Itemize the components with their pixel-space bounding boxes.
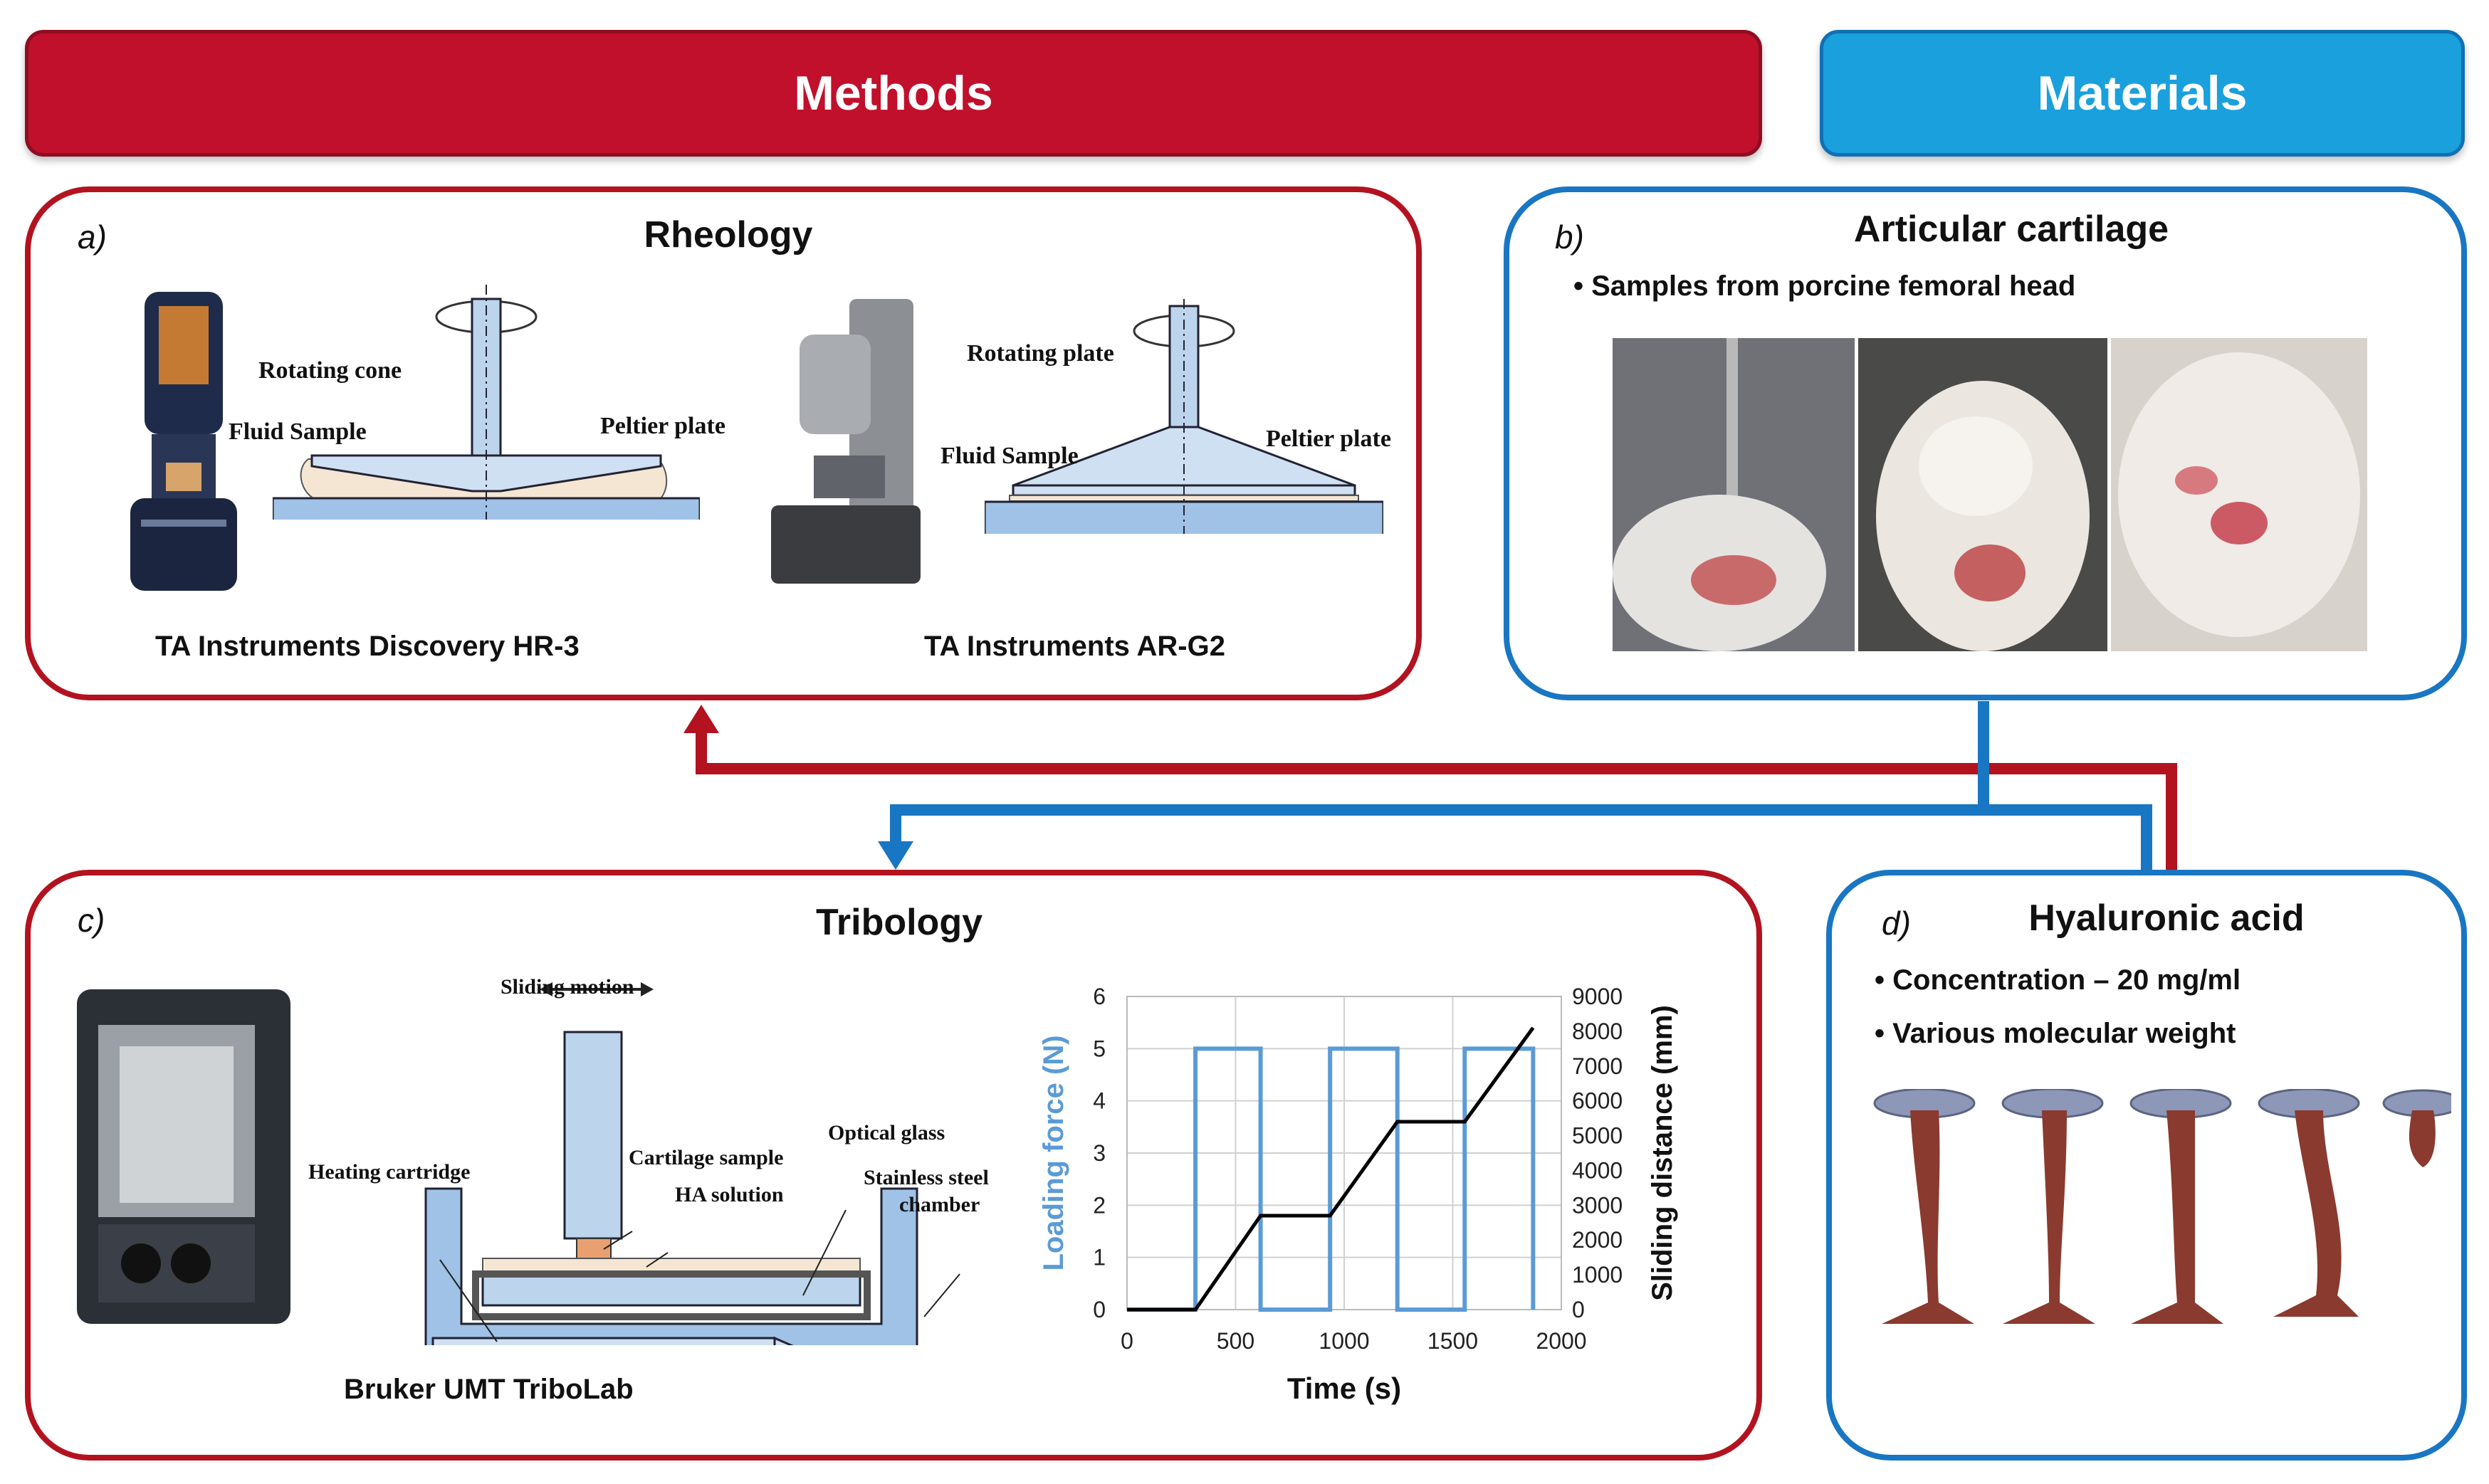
- discovery-hr3-rheometer-image: [130, 292, 237, 591]
- y2-tick-label: 4000: [1572, 1157, 1623, 1183]
- cartilage-title: Articular cartilage: [1853, 209, 2169, 250]
- rotating-cone-diagram: [273, 285, 700, 520]
- pour-streams: [1882, 1110, 2436, 1324]
- blue-connector-branch: [890, 804, 2147, 843]
- cartilage-panel-label: b): [1555, 219, 1584, 256]
- rheology-panel-label: a): [78, 219, 107, 256]
- red-arrowhead: [683, 705, 719, 733]
- rotating-plate-label: Rotating plate: [967, 340, 1114, 367]
- y2-tick-label: 3000: [1572, 1192, 1623, 1218]
- concentration-text: Concentration – 20 mg/ml: [1892, 964, 2241, 996]
- y2-tick-label: 5000: [1572, 1123, 1623, 1149]
- heating-cartridge-label: Heating cartridge: [308, 1160, 471, 1184]
- y2-tick-label: 0: [1572, 1297, 1585, 1322]
- rotating-cone-label: Rotating cone: [258, 357, 402, 384]
- tribology-panel-label: c): [78, 902, 105, 939]
- y2-tick-label: 8000: [1572, 1019, 1623, 1044]
- methods-banner-label: Methods: [794, 66, 993, 120]
- materials-banner-label: Materials: [2037, 66, 2248, 120]
- blue-connector: [1978, 701, 2152, 872]
- plot-frame: [1126, 996, 1562, 1310]
- cartilage-panel: b) Articular cartilage • Samples from po…: [1504, 186, 2467, 700]
- tribology-panel: c) Tribology Sliding motion Heating cart…: [25, 870, 1762, 1461]
- cartilage-sample-photos: [1613, 338, 2367, 651]
- y2-axis-label: Sliding distance (mm): [1647, 1005, 1678, 1301]
- x-tick-label: 0: [1121, 1328, 1133, 1354]
- sliding-motion-label: Sliding motion: [501, 975, 634, 999]
- rheology-title: Rheology: [644, 214, 813, 256]
- tribology-title: Tribology: [816, 902, 983, 943]
- sliding-distance-line: [1127, 1026, 1535, 1312]
- rheology-panel: a) Rheology Rotating cone Fluid Sample P…: [25, 186, 1422, 700]
- ha-solution-label: HA solution: [675, 1183, 784, 1206]
- instrument-hr3-caption: TA Instruments Discovery HR-3: [155, 631, 580, 662]
- y2-tick-label: 6000: [1572, 1088, 1623, 1114]
- y-tick-label: 1: [1093, 1245, 1106, 1270]
- hyaluronic-panel: d) Hyaluronic acid • Concentration – 20 …: [1826, 870, 2467, 1461]
- force-distance-chart: 0 500 1000 1500 2000 0 1 2 3 4 5 6 0 1000 2000 3000 4000…: [1038, 984, 1678, 1405]
- cartilage-sample-label: Cartilage sample: [629, 1146, 784, 1169]
- tribology-schematic: [424, 982, 960, 1345]
- y-axis-label: Loading force (N): [1038, 1035, 1069, 1270]
- y2-tick-label: 9000: [1572, 984, 1623, 1009]
- hyaluronic-title: Hyaluronic acid: [2028, 898, 2305, 939]
- viscous-pouring-illustration: [1873, 1089, 2451, 1324]
- y-tick-label: 6: [1093, 984, 1106, 1009]
- chamber-label: chamber: [899, 1193, 980, 1216]
- y-tick-label: 5: [1093, 1036, 1106, 1061]
- rotating-plate-diagram: [985, 299, 1383, 534]
- fluid-sample-label-right: Fluid Sample: [940, 443, 1079, 469]
- hyaluronic-panel-label: d): [1882, 905, 1911, 942]
- ar-g2-rheometer-image: [771, 299, 921, 584]
- x-axis-label: Time (s): [1287, 1372, 1401, 1405]
- blue-arrowhead: [878, 841, 913, 870]
- cartilage-bullet-text: Samples from porcine femoral head: [1591, 270, 2076, 302]
- y-tick-label: 4: [1093, 1088, 1106, 1114]
- x-tick-label: 1000: [1319, 1328, 1369, 1354]
- bruker-umt-tribolab-image: [77, 989, 290, 1324]
- x-tick-label: 2000: [1536, 1328, 1586, 1354]
- peltier-plate-label-right: Peltier plate: [1266, 426, 1391, 452]
- hyaluronic-bullet-concentration: • Concentration – 20 mg/ml: [1875, 964, 2241, 996]
- molecular-weight-text: Various molecular weight: [1892, 1018, 2236, 1049]
- tribolab-caption: Bruker UMT TriboLab: [344, 1374, 634, 1405]
- hyaluronic-bullet-molecular-weight: • Various molecular weight: [1875, 1018, 2236, 1049]
- y2-tick-label: 2000: [1572, 1227, 1623, 1253]
- y-tick-label: 0: [1093, 1297, 1106, 1322]
- loading-force-line: [1127, 1046, 1536, 1312]
- y2-tick-label: 7000: [1572, 1053, 1623, 1079]
- x-tick-label: 1500: [1427, 1328, 1478, 1354]
- y-tick-label: 3: [1093, 1140, 1106, 1166]
- pour-cans: [1873, 1089, 2451, 1119]
- cartilage-photo-strip: [1613, 338, 2367, 651]
- fluid-sample-label-left: Fluid Sample: [229, 419, 367, 445]
- methods-banner: Methods: [25, 30, 1762, 157]
- materials-banner: Materials: [1820, 30, 2465, 157]
- y2-tick-label: 1000: [1572, 1262, 1623, 1288]
- y-tick-label: 2: [1093, 1192, 1106, 1218]
- peltier-plate-label-left: Peltier plate: [600, 413, 725, 439]
- cartilage-bullet: • Samples from porcine femoral head: [1573, 270, 2076, 302]
- stainless-steel-label: Stainless steel: [864, 1166, 989, 1189]
- red-connector: [696, 730, 2177, 872]
- optical-glass-label: Optical glass: [828, 1121, 945, 1144]
- x-tick-label: 500: [1217, 1328, 1254, 1354]
- instrument-arg2-caption: TA Instruments AR-G2: [924, 631, 1225, 662]
